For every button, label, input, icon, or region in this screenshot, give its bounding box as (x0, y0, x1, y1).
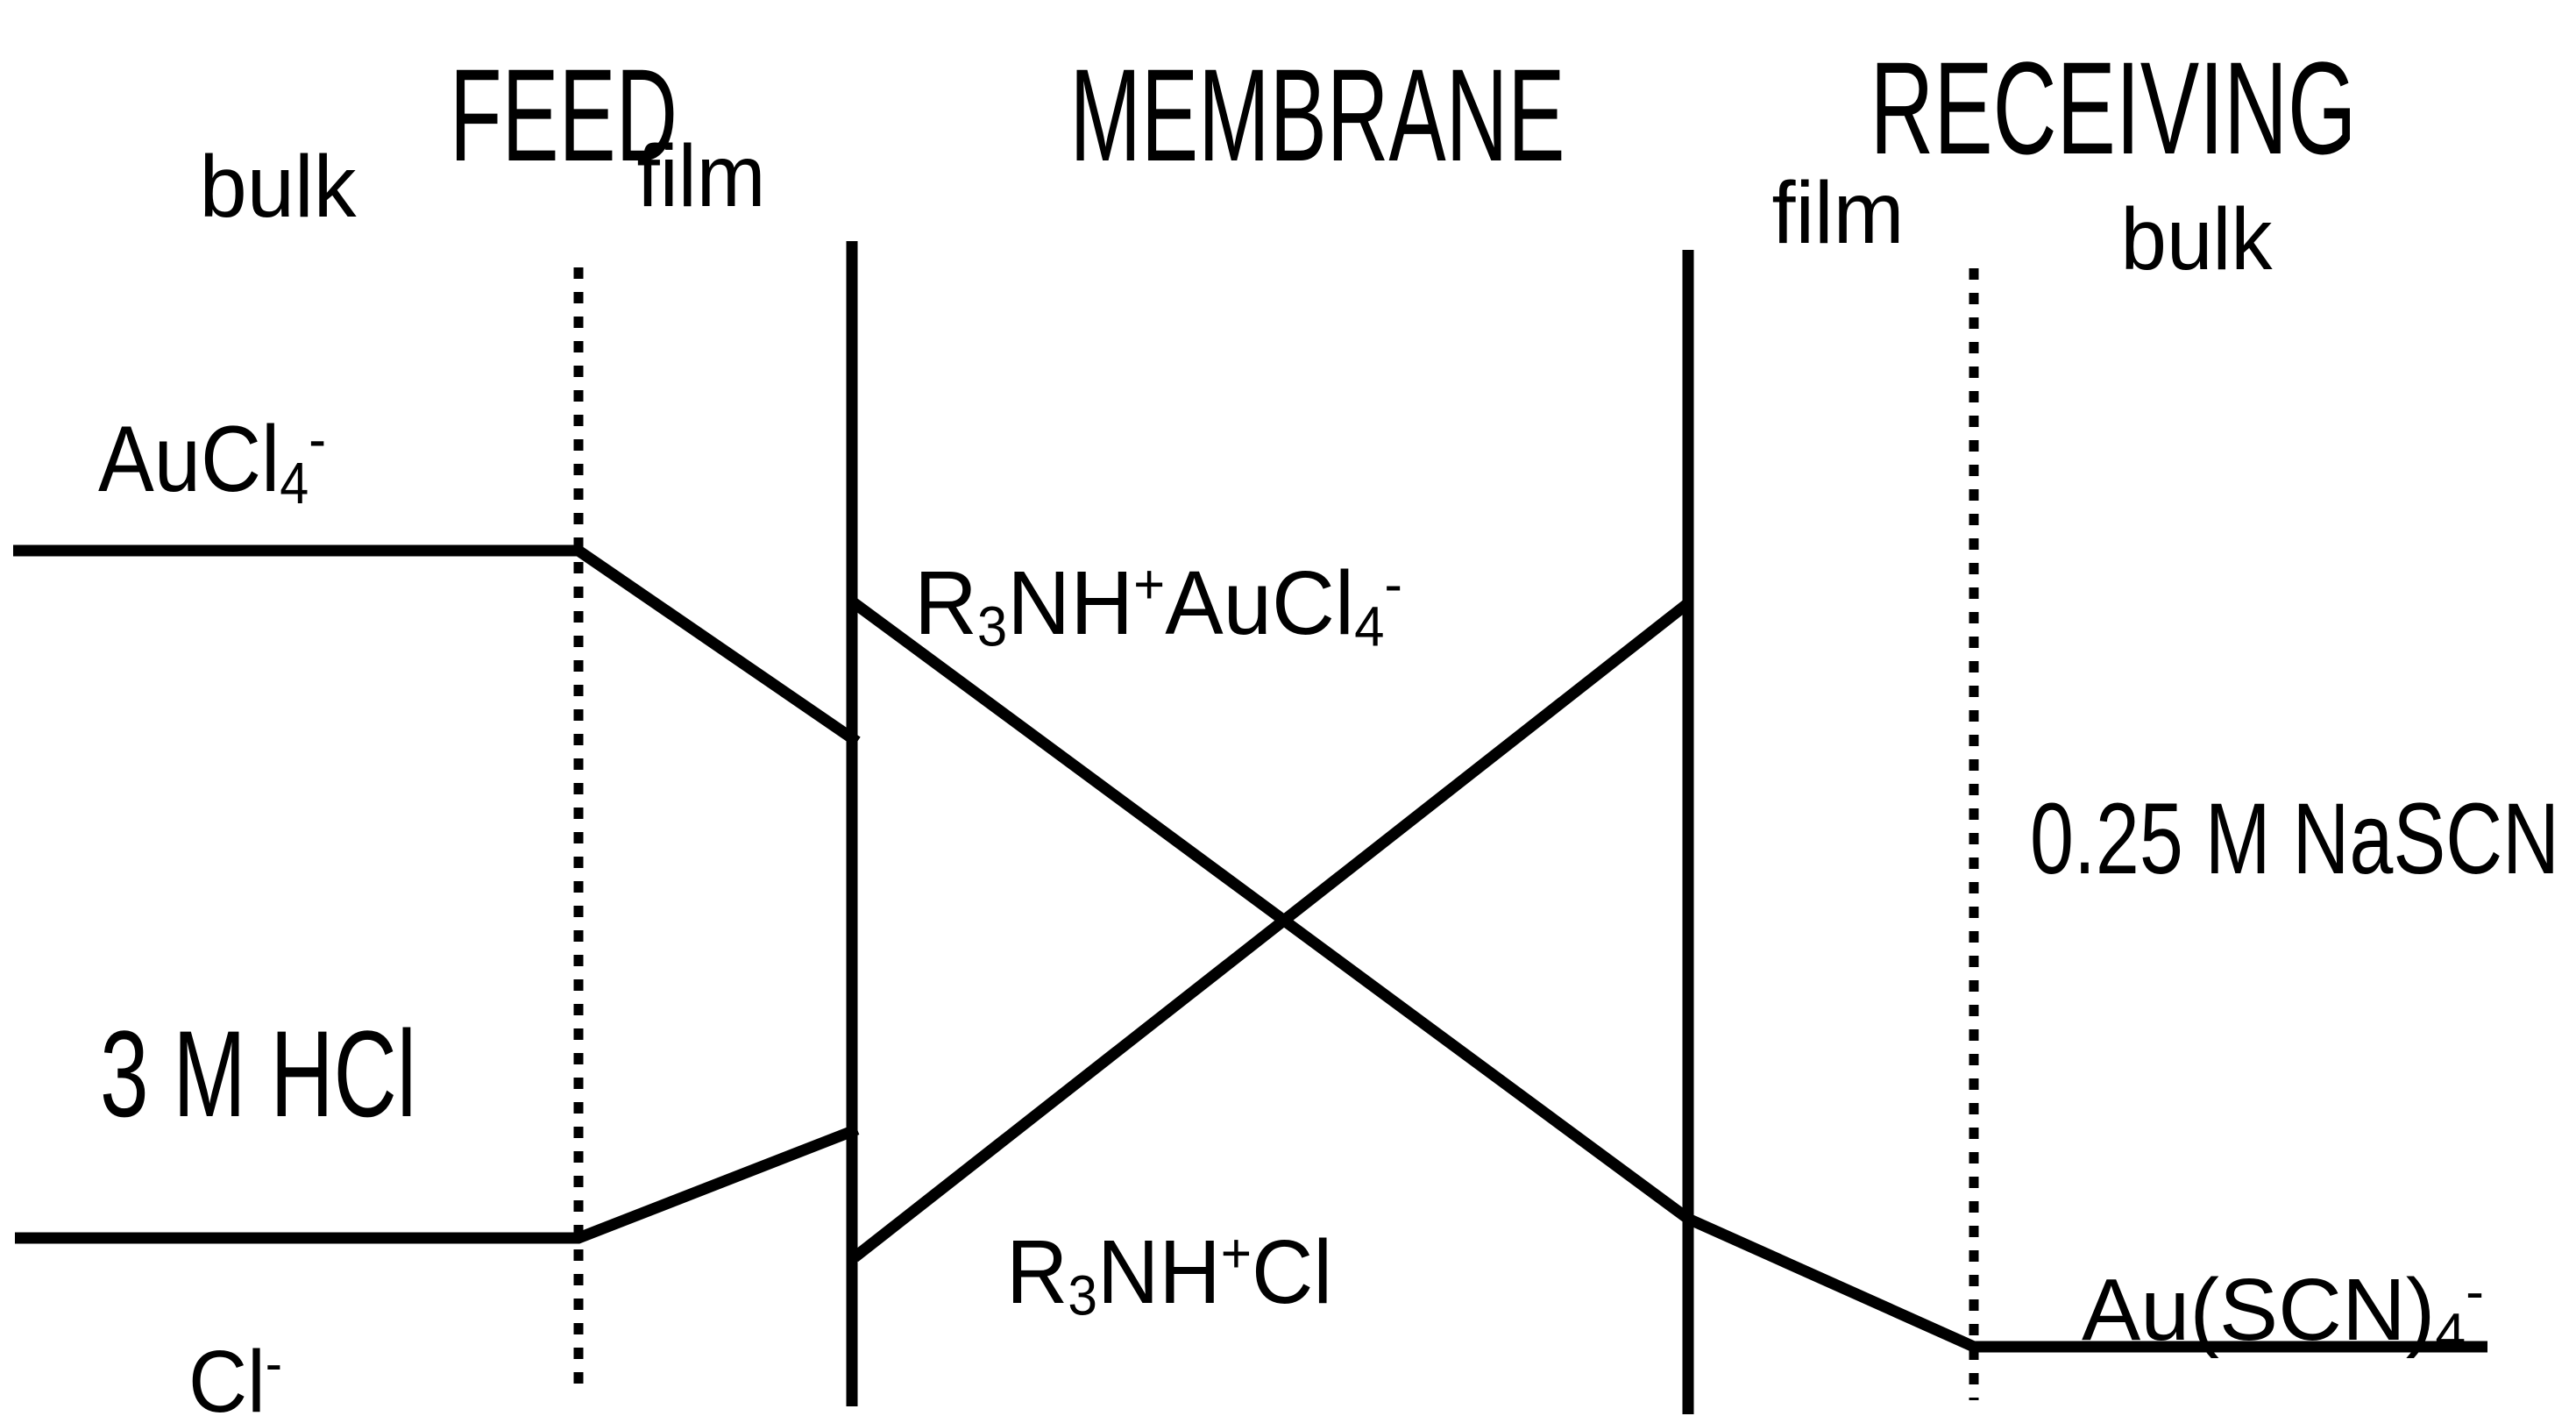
receiving-solution-label: 0.25 M NaSCN (2030, 783, 2559, 895)
gold-feed-profile-line (13, 544, 861, 747)
receiving-film-label: film (1772, 164, 1905, 262)
receiving-section-title: RECEIVING (1870, 34, 2357, 181)
gold-membrane-and-receiving-profile-line (848, 596, 2487, 1353)
chloride-membrane-profile-line (850, 598, 1692, 1263)
membrane-gold-complex-label: R3NH+AuCl4- (914, 552, 1402, 658)
feed-section-title: FEED (450, 41, 678, 189)
feed-bulk-label: bulk (200, 138, 358, 236)
feed-film-label: film (637, 127, 766, 225)
membrane-chloride-complex-label: R3NH+Cl (1006, 1221, 1332, 1327)
receiving-gold-species-label: Au(SCN)4- (2082, 1261, 2484, 1363)
feed-solution-label: 3 M HCl (100, 1005, 416, 1142)
receiving-bulk-label: bulk (2121, 190, 2274, 288)
feed-chloride-species-label: Cl- (188, 1333, 282, 1416)
membrane-section-title: MEMBRANE (1070, 41, 1565, 189)
chloride-feed-profile-line (15, 1123, 860, 1244)
feed-gold-species-label: AuCl4- (98, 406, 326, 516)
